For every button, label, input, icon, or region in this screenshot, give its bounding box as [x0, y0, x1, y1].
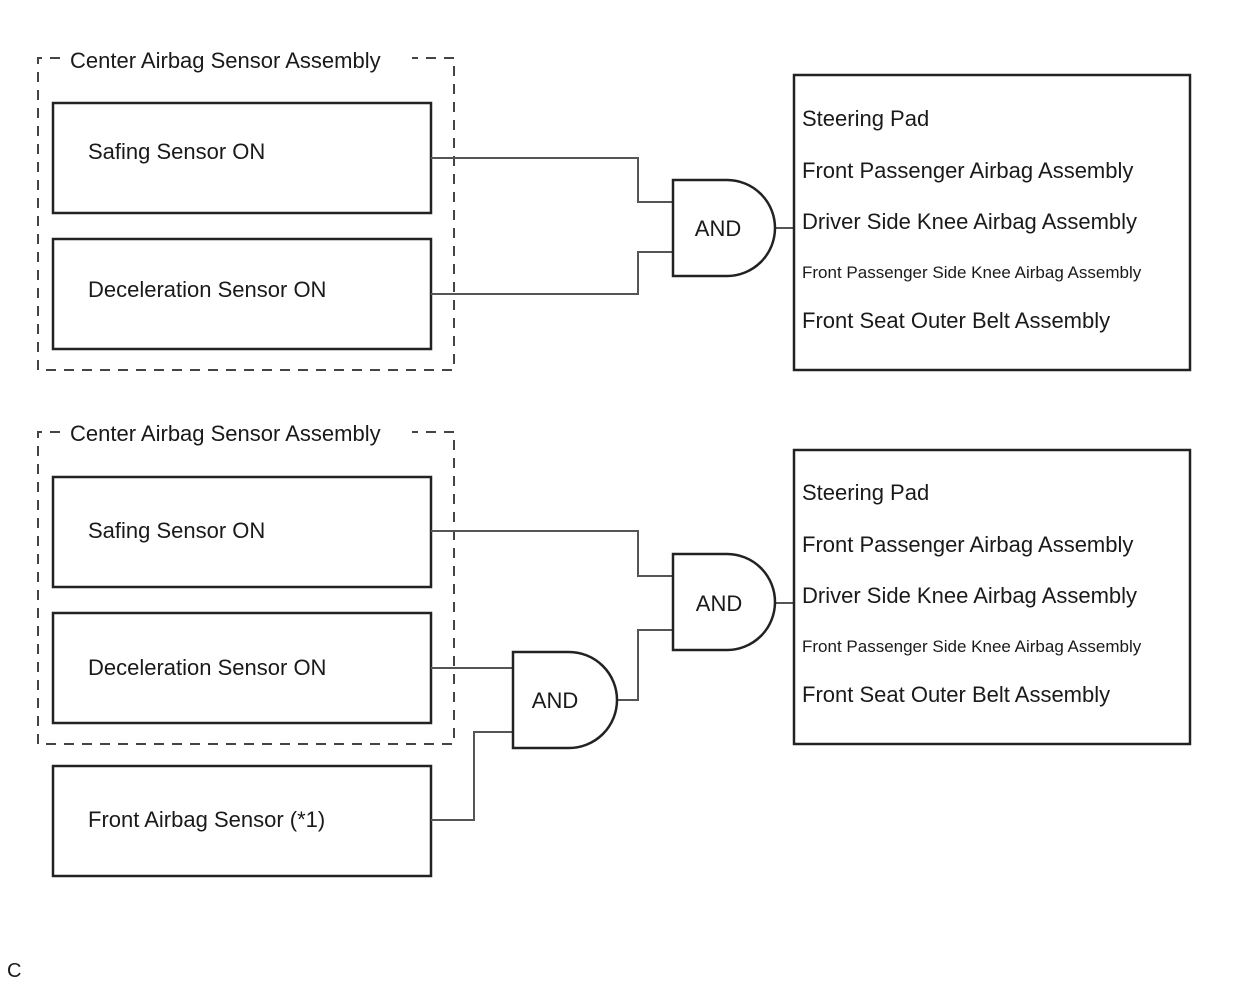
front-airbag-sensor-label: Front Airbag Sensor (*1): [88, 807, 325, 832]
front-airbag-sensor-box: [51, 764, 433, 878]
deceleration-sensor-label: Deceleration Sensor ON: [88, 655, 326, 680]
output-steering-pad: Steering Pad: [802, 106, 929, 131]
and-gate: [671, 178, 777, 278]
output-front-passenger-airbag: Front Passenger Airbag Assembly: [802, 532, 1133, 557]
wire-safing-to-and: [431, 157, 673, 203]
sensor-group-label: Center Airbag Sensor Assembly: [70, 48, 381, 73]
and-gate-main: [671, 552, 777, 652]
diagram-bottom: Center Airbag Sensor Assembly Safing Sen…: [37, 421, 1192, 878]
deceleration-sensor-label: Deceleration Sensor ON: [88, 277, 326, 302]
and-gate-sub: [511, 650, 619, 750]
output-steering-pad: Steering Pad: [802, 480, 929, 505]
airbag-outputs-box: [792, 73, 1192, 372]
output-driver-knee-airbag: Driver Side Knee Airbag Assembly: [802, 209, 1137, 234]
and-gate-main-label: AND: [696, 591, 742, 616]
output-front-passenger-knee-airbag: Front Passenger Side Knee Airbag Assembl…: [802, 637, 1142, 656]
output-front-passenger-airbag: Front Passenger Airbag Assembly: [802, 158, 1133, 183]
and-gate-sub-label: AND: [532, 688, 578, 713]
deceleration-sensor-box: [51, 611, 433, 725]
diagram-top: Center Airbag Sensor Assembly Safing Sen…: [37, 48, 1192, 372]
output-front-seat-outer-belt: Front Seat Outer Belt Assembly: [802, 308, 1110, 333]
wire-and-sub-to-and-main: [617, 629, 673, 701]
wire-decel-to-and: [431, 251, 673, 295]
sensor-group-border: [37, 431, 455, 745]
output-front-passenger-knee-airbag: Front Passenger Side Knee Airbag Assembl…: [802, 263, 1142, 282]
wire-front-sensor-to-and-sub: [431, 731, 513, 821]
output-driver-knee-airbag: Driver Side Knee Airbag Assembly: [802, 583, 1137, 608]
safing-sensor-box: [51, 475, 433, 589]
deceleration-sensor-box: [51, 237, 433, 351]
airbag-outputs-box: [792, 448, 1192, 746]
output-front-seat-outer-belt: Front Seat Outer Belt Assembly: [802, 682, 1110, 707]
safing-sensor-label: Safing Sensor ON: [88, 518, 265, 543]
safing-sensor-label: Safing Sensor ON: [88, 139, 265, 164]
sensor-group-border: [37, 57, 455, 371]
and-gate-label: AND: [695, 216, 741, 241]
wire-safing-to-and-main: [431, 530, 673, 577]
sensor-group-label: Center Airbag Sensor Assembly: [70, 421, 381, 446]
corner-label: C: [7, 960, 21, 982]
